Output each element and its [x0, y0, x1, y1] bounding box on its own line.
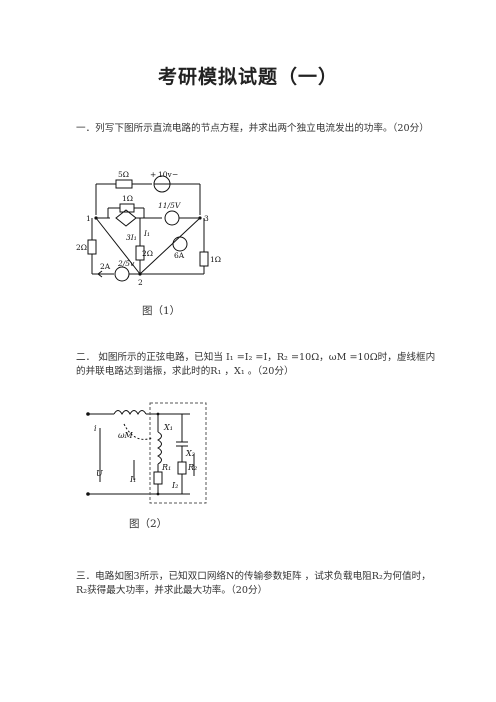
svg-text:3: 3	[204, 214, 209, 223]
svg-text:10v: 10v	[158, 170, 173, 179]
svg-text:3I₁: 3I₁	[126, 233, 137, 242]
page-title: 考研模拟试题（一）	[157, 66, 338, 88]
resistor-5ohm	[115, 179, 133, 189]
figure-1-caption: 图（1）	[142, 305, 181, 317]
svg-text:1Ω: 1Ω	[210, 255, 221, 264]
svg-text:2: 2	[138, 278, 143, 287]
svg-text:ωM: ωM	[118, 431, 134, 440]
svg-text:−: −	[172, 170, 178, 179]
svg-text:R₂: R₂	[187, 463, 197, 472]
svg-text:X₂: X₂	[185, 449, 195, 458]
svg-text:2A: 2A	[100, 262, 111, 271]
svg-text:6A: 6A	[174, 251, 185, 260]
svg-text:X₁: X₁	[163, 423, 173, 432]
figure-1-circuit: 5Ω + 10v − 1Ω 11/5V 3I₁ I₁ 2Ω 2Ω 6A 1Ω 2…	[76, 170, 221, 287]
svg-text:I₁: I₁	[129, 475, 136, 484]
svg-text:2Ω: 2Ω	[76, 243, 87, 252]
question-2-text: 二． 如图所示的正弦电路，已知当 I₁ =I₂ =I，R₂ =10Ω，ωM =1…	[76, 352, 436, 377]
svg-text:2/5v: 2/5v	[117, 259, 135, 268]
figure-2-caption: 图（2）	[129, 518, 168, 530]
svg-text:U: U	[96, 469, 103, 478]
svg-text:2Ω: 2Ω	[142, 249, 153, 258]
svg-text:5Ω: 5Ω	[118, 170, 129, 179]
figure-2-circuit: i U ωM X₁ X₂ R₁ R₂ I₁ I₂	[86, 402, 207, 504]
svg-text:R₁: R₁	[161, 463, 171, 472]
svg-text:i: i	[94, 424, 97, 433]
svg-text:+: +	[150, 170, 156, 179]
svg-text:1: 1	[86, 214, 91, 223]
question-3-text: 三．电路如图3所示，已知双口网络N的传输参数矩阵 ，试求负载电阻R₂为何值时，R…	[76, 571, 431, 596]
svg-text:11/5V: 11/5V	[158, 201, 182, 210]
svg-text:1Ω: 1Ω	[122, 194, 133, 203]
svg-text:I₁: I₁	[143, 229, 150, 238]
question-1-text: 一．列写下图所示直流电路的节点方程，并求出两个独立电流发出的功率。（20分）	[76, 123, 429, 134]
dependent-source-diamond	[115, 209, 137, 227]
svg-text:I₂: I₂	[171, 481, 178, 490]
